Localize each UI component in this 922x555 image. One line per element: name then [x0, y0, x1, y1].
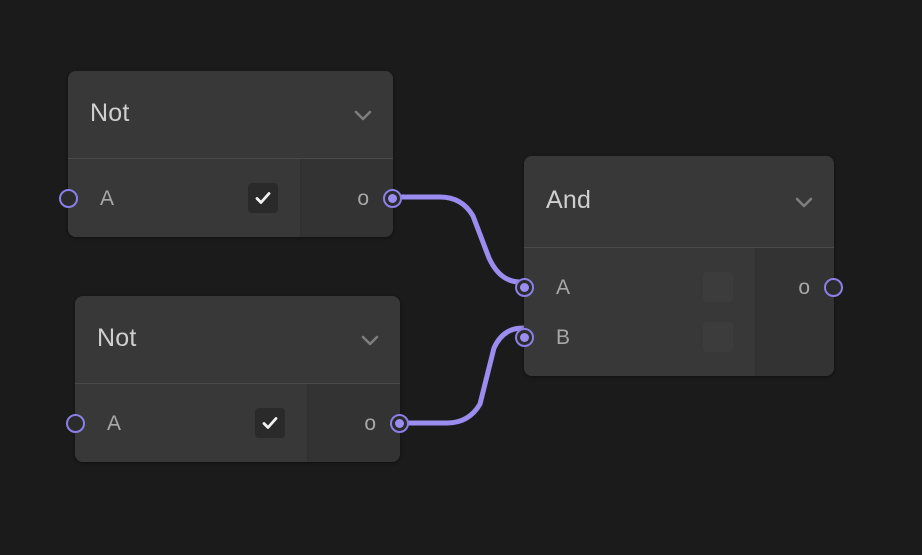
chevron-down-icon[interactable]: [794, 195, 814, 209]
input-widget-slot: [248, 183, 278, 213]
node-inputs: A B: [515, 248, 755, 376]
node-outputs: o: [300, 159, 402, 237]
checkbox-b[interactable]: [703, 322, 733, 352]
input-row-a[interactable]: A: [515, 262, 755, 312]
input-row-b[interactable]: B: [515, 312, 755, 362]
output-label-o: o: [357, 186, 369, 210]
input-label-a: A: [556, 275, 571, 299]
check-icon: [255, 192, 271, 204]
chevron-down-icon[interactable]: [360, 333, 380, 347]
node-header[interactable]: Not: [68, 71, 393, 159]
input-widget-slot: [703, 322, 733, 352]
checkbox-a[interactable]: [248, 183, 278, 213]
input-label-b: B: [556, 325, 571, 349]
output-label-o: o: [798, 275, 810, 299]
output-port-o[interactable]: [383, 188, 402, 208]
node-body: A o: [59, 159, 402, 237]
input-row-a[interactable]: A: [59, 173, 300, 223]
node-not-1[interactable]: Not A: [59, 71, 402, 237]
input-label-a: A: [100, 186, 115, 210]
input-port-b[interactable]: [515, 327, 534, 347]
node-title: Not: [90, 99, 130, 127]
node-inputs: A: [59, 159, 300, 237]
output-row-o[interactable]: o: [756, 262, 843, 312]
input-widget-slot: [703, 272, 733, 302]
node-body: A B: [515, 248, 843, 376]
output-row-o[interactable]: o: [308, 398, 409, 448]
input-port-a[interactable]: [59, 188, 78, 208]
checkbox-a[interactable]: [703, 272, 733, 302]
node-not-2[interactable]: Not A: [66, 296, 409, 462]
node-title: And: [546, 186, 592, 214]
input-label-a: A: [107, 411, 122, 435]
input-port-a[interactable]: [515, 277, 534, 297]
input-widget-slot: [255, 408, 285, 438]
output-port-o[interactable]: [824, 277, 843, 297]
output-label-o: o: [364, 411, 376, 435]
output-port-o[interactable]: [390, 413, 409, 433]
chevron-down-icon[interactable]: [353, 108, 373, 122]
node-outputs: o: [755, 248, 843, 376]
node-and-1[interactable]: And A: [515, 156, 843, 376]
node-header[interactable]: And: [524, 156, 834, 248]
node-header[interactable]: Not: [75, 296, 400, 384]
node-title: Not: [97, 324, 137, 352]
input-port-a[interactable]: [66, 413, 85, 433]
node-inputs: A: [66, 384, 307, 462]
check-icon: [262, 417, 278, 429]
node-body: A o: [66, 384, 409, 462]
checkbox-a[interactable]: [255, 408, 285, 438]
output-row-o[interactable]: o: [301, 173, 402, 223]
node-outputs: o: [307, 384, 409, 462]
input-row-a[interactable]: A: [66, 398, 307, 448]
